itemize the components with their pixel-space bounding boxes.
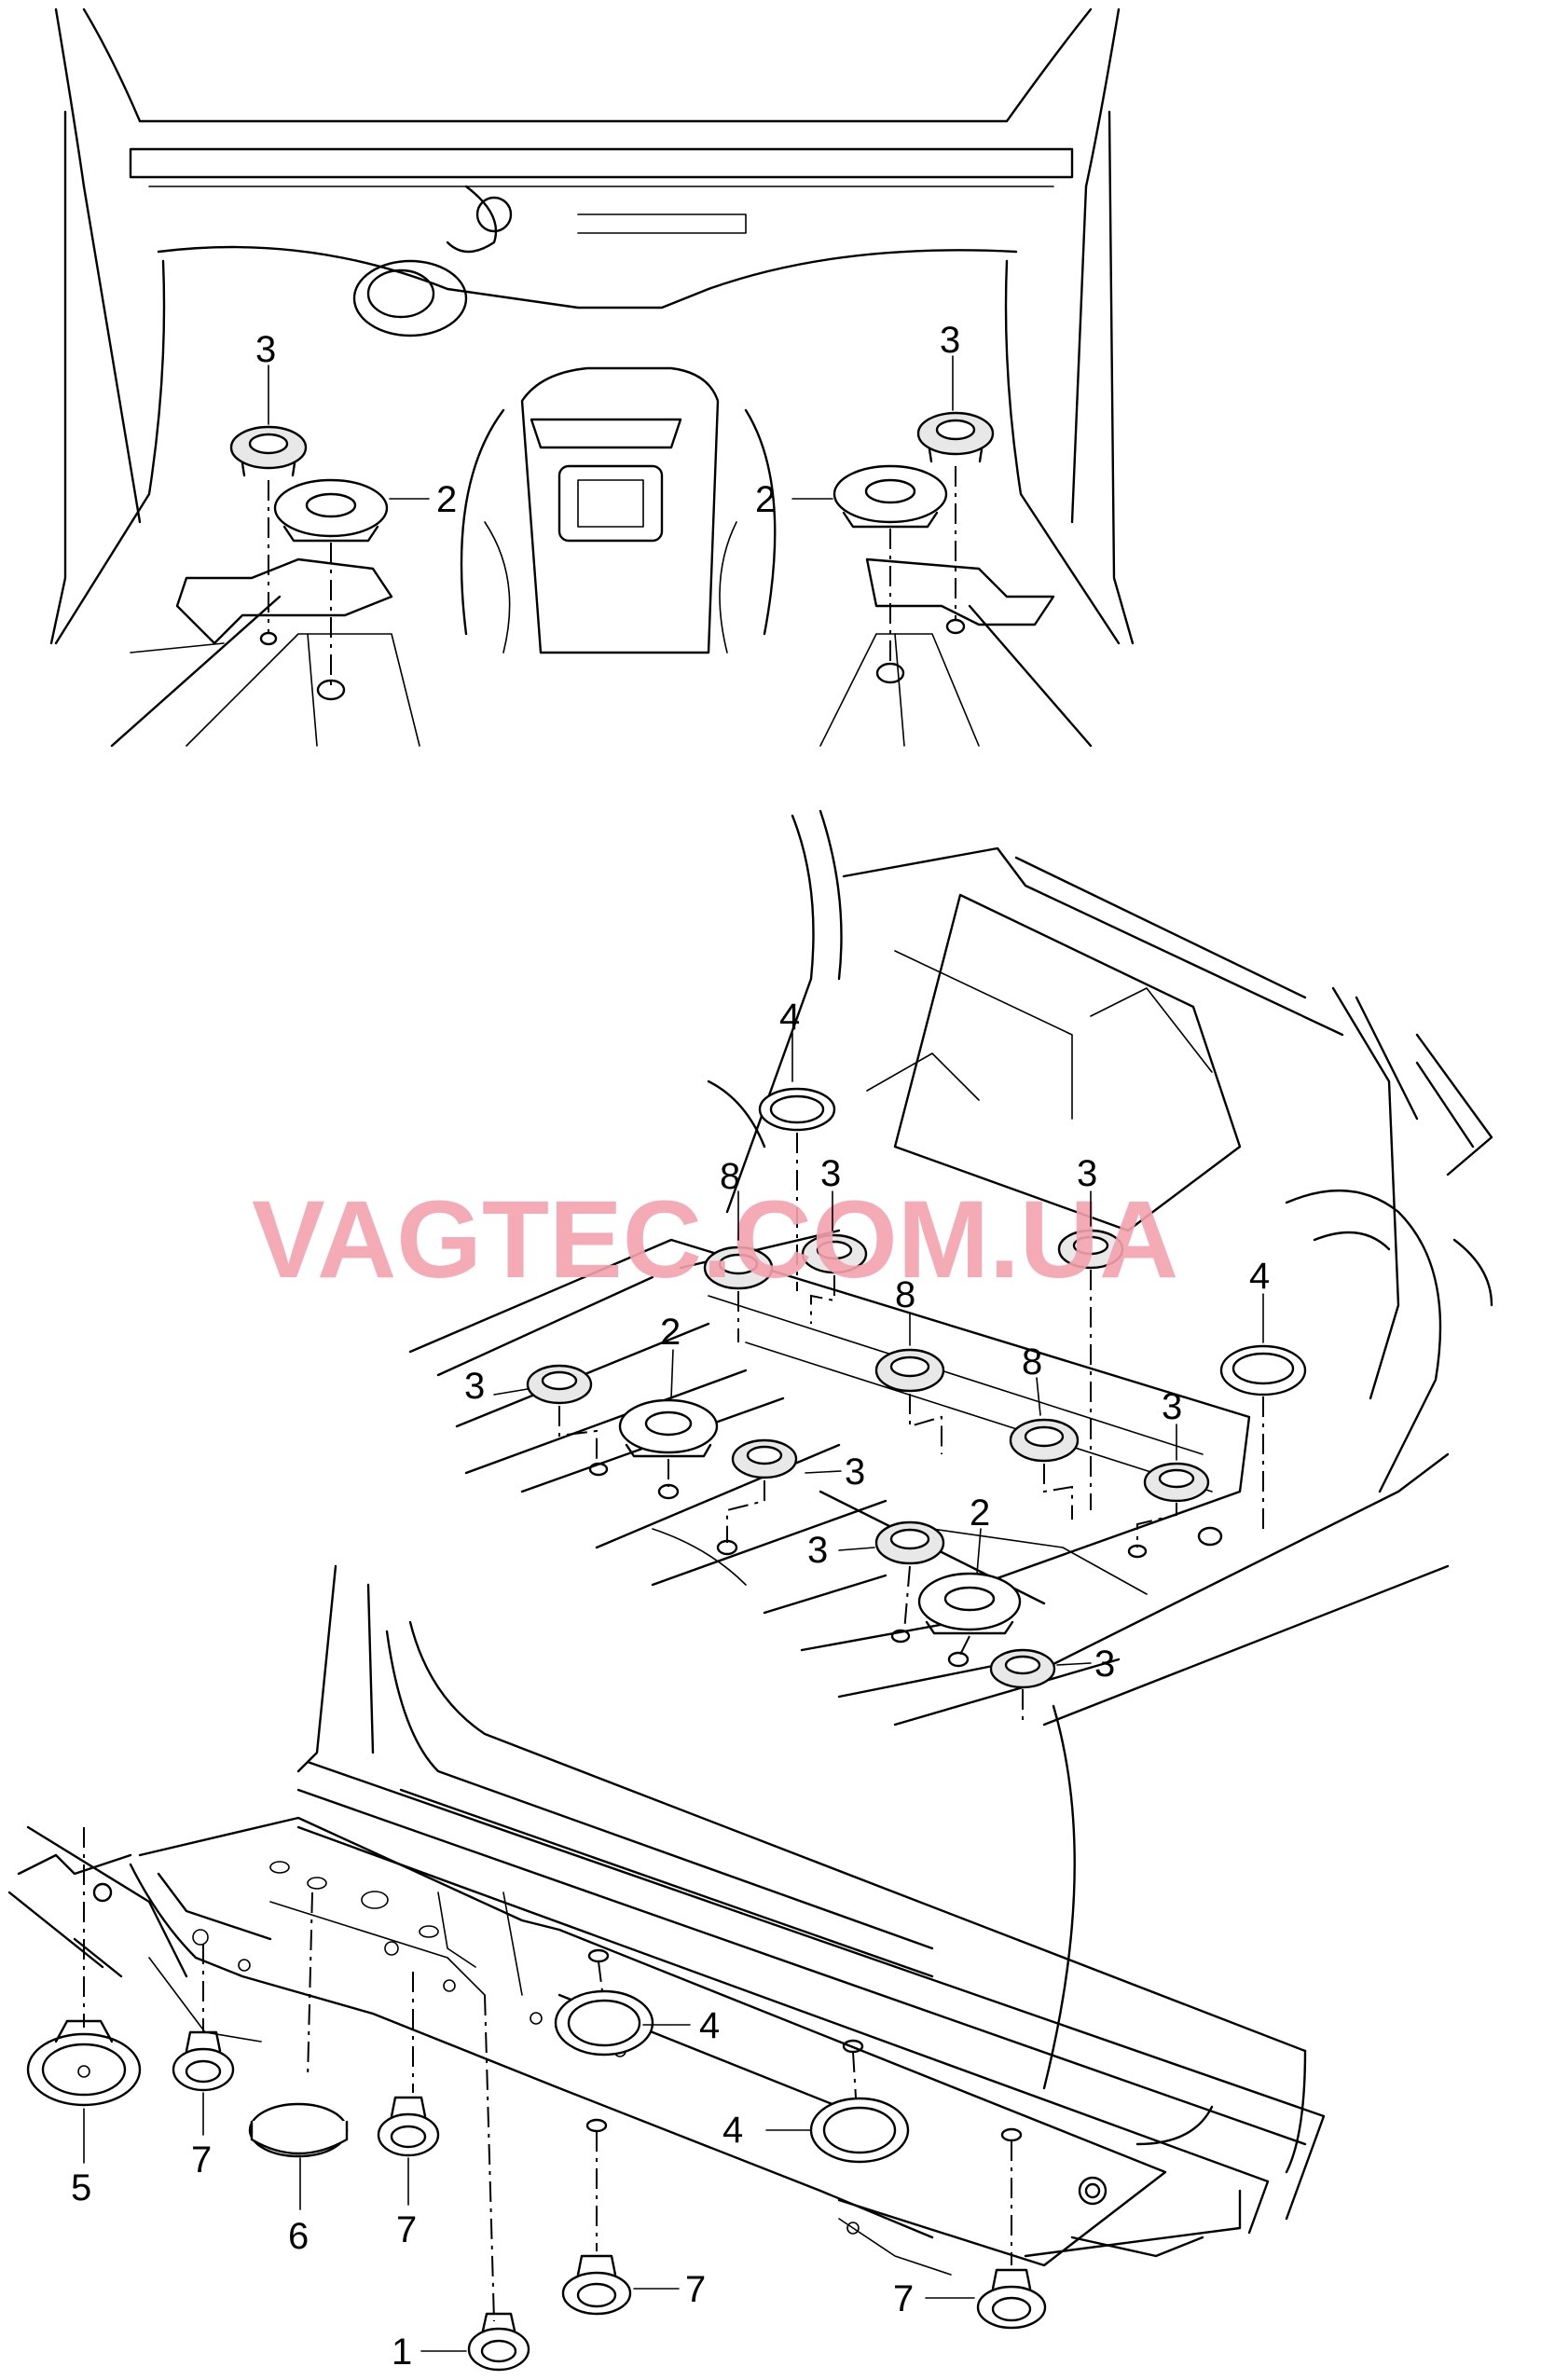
callout-7: 7 [191,2139,212,2181]
callout-7: 7 [893,2278,914,2319]
callout-2: 2 [755,479,776,520]
rear-callouts: 4 8 3 3 4 8 2 8 3 3 3 2 3 3 [464,997,1270,1685]
rear-floor-illustration [408,809,1493,1727]
callout-2: 2 [660,1312,681,1353]
callout-3: 3 [940,320,960,361]
callout-3: 3 [807,1530,828,1571]
callout-4: 4 [779,997,800,1038]
callout-7: 7 [396,2209,417,2250]
callout-7: 7 [685,2269,706,2310]
callout-4: 4 [699,2005,720,2046]
callout-2: 2 [970,1493,990,1534]
callout-1: 1 [392,2332,412,2373]
watermark: VAGTEC.COM.UA [252,1178,1178,1301]
front-callouts: 3 2 3 2 [255,320,960,520]
callout-3: 3 [1162,1386,1182,1427]
callout-3: 3 [845,1451,865,1493]
underbody-illustration [7,1564,1326,2372]
callout-4: 4 [722,2110,743,2151]
callout-8: 8 [1022,1341,1042,1383]
callout-3: 3 [255,329,276,370]
front-floor-illustration [49,7,1135,748]
callout-3: 3 [820,1153,841,1194]
callout-8: 8 [895,1274,915,1315]
callout-3: 3 [464,1366,485,1407]
callout-4: 4 [1249,1256,1270,1297]
underbody-callouts: 4 4 5 7 6 7 1 7 7 [71,2005,914,2373]
callout-3: 3 [1077,1153,1097,1194]
callout-8: 8 [720,1156,740,1197]
callout-3: 3 [1094,1644,1115,1685]
callout-6: 6 [288,2216,309,2257]
callout-2: 2 [436,479,457,520]
callout-5: 5 [71,2167,91,2208]
watermark-text: VAGTEC.COM.UA [252,1178,1178,1301]
